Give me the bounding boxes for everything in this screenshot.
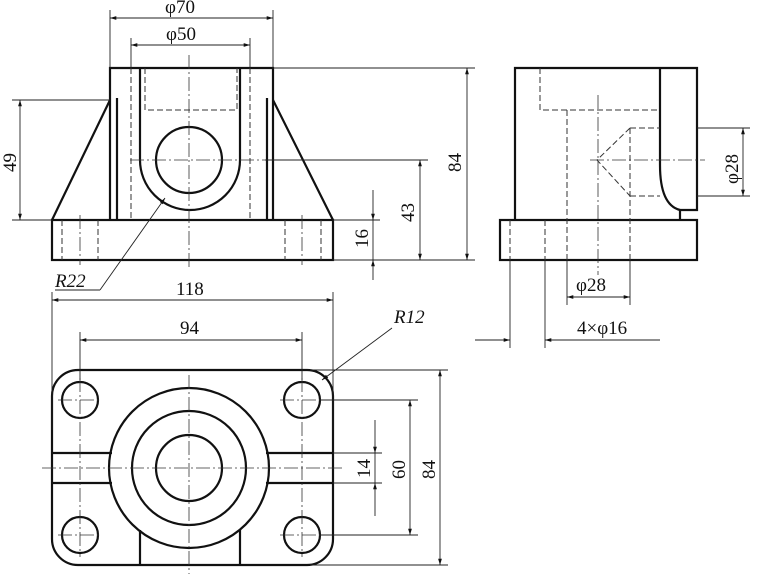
dim-phi70: φ70 — [165, 0, 195, 18]
dim-84-front: 84 — [445, 153, 466, 173]
front-view: φ70 φ50 49 84 43 16 R22 — [0, 0, 475, 292]
dim-r22: R22 — [54, 271, 86, 292]
dim-43: 43 — [398, 203, 419, 222]
dim-60: 60 — [389, 460, 410, 479]
dim-118: 118 — [176, 279, 204, 300]
dim-94: 94 — [180, 318, 200, 339]
dim-phi28-vertical: φ28 — [722, 154, 743, 184]
top-view: 118 94 R12 14 60 84 — [42, 279, 448, 574]
dim-phi28-horizontal: φ28 — [576, 275, 606, 296]
dim-4x-phi16: 4×φ16 — [577, 318, 627, 339]
dim-14: 14 — [354, 459, 375, 479]
side-view: φ28 φ28 4×φ16 — [475, 66, 750, 348]
dim-phi50: φ50 — [166, 24, 196, 45]
dim-49: 49 — [0, 153, 21, 172]
dim-r12: R12 — [393, 307, 425, 328]
dim-84-top: 84 — [419, 460, 440, 480]
dim-16: 16 — [352, 229, 373, 248]
